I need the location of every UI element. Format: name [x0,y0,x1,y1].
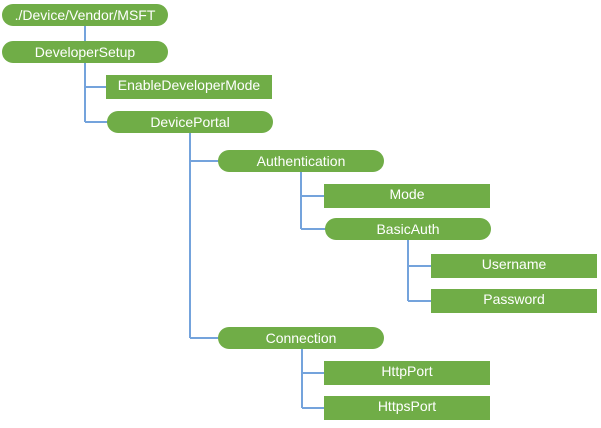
node-password: Password [431,289,597,313]
node-enabledevelopermode: EnableDeveloperMode [106,75,272,99]
node-username: Username [431,254,597,278]
node-mode: Mode [324,184,490,208]
node-connection: Connection [218,327,384,349]
node-deviceportal: DevicePortal [107,111,273,133]
node-developersetup: DeveloperSetup [2,41,168,63]
node-device-vendor-msft: ./Device/Vendor/MSFT [2,4,168,26]
node-basicauth: BasicAuth [325,218,491,240]
node-httpsport: HttpsPort [324,396,490,420]
node-authentication: Authentication [218,150,384,172]
node-httpport: HttpPort [324,361,490,385]
